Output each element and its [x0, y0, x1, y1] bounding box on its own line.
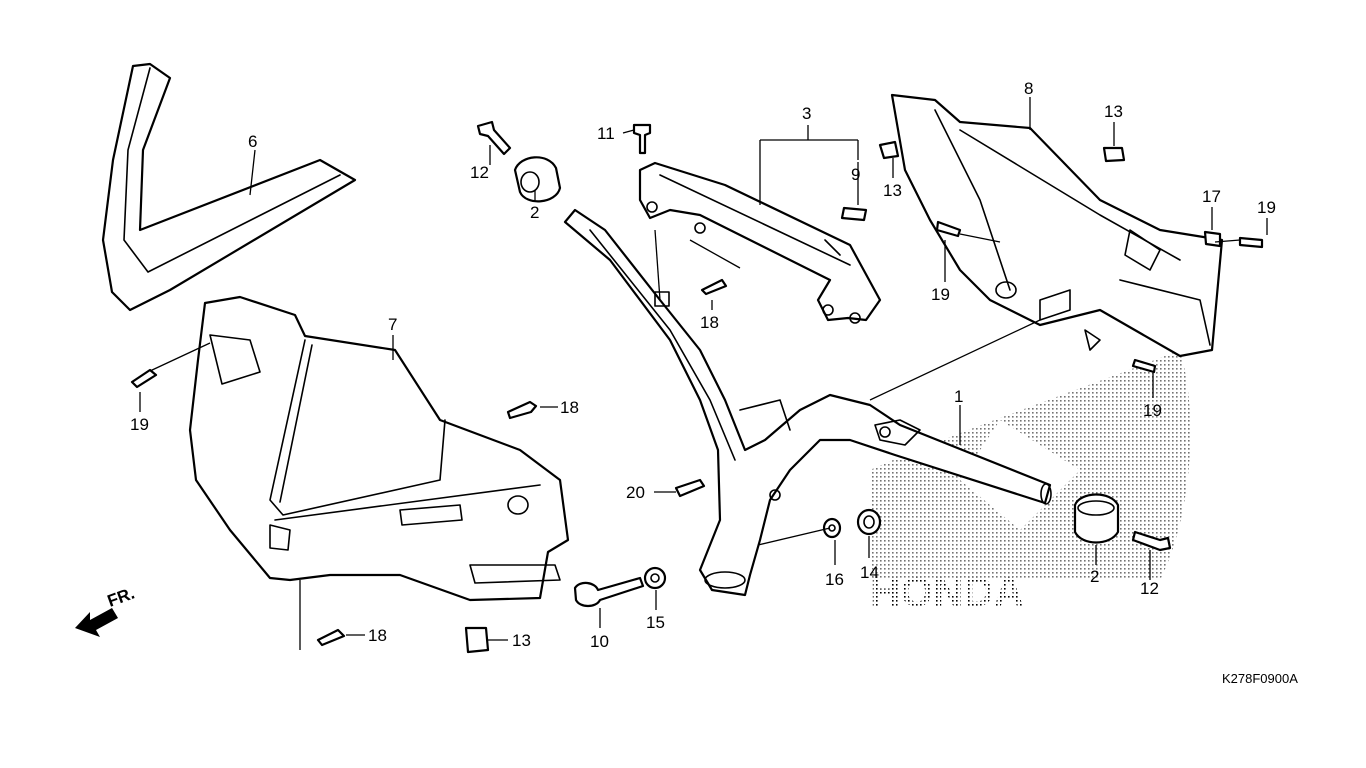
callout-12-upper: 12	[470, 163, 489, 182]
callout-17: 17	[1202, 187, 1221, 206]
part-3-bracket[interactable]	[638, 161, 882, 324]
part-19-screw-a[interactable]	[130, 368, 158, 389]
callout-9: 9	[851, 165, 860, 184]
callout-12-lower: 12	[1140, 579, 1159, 598]
part-7-front-cover[interactable]	[188, 295, 570, 602]
part-18-screw-c[interactable]	[316, 628, 346, 647]
callout-11: 11	[597, 124, 615, 143]
callout-3: 3	[802, 104, 811, 123]
part-13-clip-lower[interactable]	[464, 626, 490, 654]
callout-13-upper-left: 13	[883, 181, 902, 200]
callout-19-c: 19	[1257, 198, 1276, 217]
part-11-screw[interactable]	[632, 123, 652, 155]
part-17-clip[interactable]	[1203, 230, 1222, 248]
part-12-bolt-lower[interactable]	[1131, 530, 1172, 552]
front-arrow-icon	[75, 608, 118, 637]
callout-13-lower: 13	[512, 631, 531, 650]
part-2-rubber-lower[interactable]	[1073, 493, 1120, 544]
part-10-bolt[interactable]	[573, 576, 645, 608]
callout-6: 6	[248, 132, 257, 151]
callout-19-a: 19	[130, 415, 149, 434]
part-19-screw-d[interactable]	[1131, 358, 1157, 374]
callout-2-upper: 2	[530, 203, 539, 222]
diagram-code: K278F0900A	[1222, 671, 1298, 686]
callout-16: 16	[825, 570, 844, 589]
part-6-visor[interactable]	[101, 62, 357, 312]
part-19-screw-b[interactable]	[935, 220, 962, 238]
callout-18-a: 18	[560, 398, 579, 417]
part-14-collar[interactable]	[856, 508, 882, 536]
callout-18-c: 18	[368, 626, 387, 645]
front-direction-indicator: FR.	[75, 584, 137, 637]
part-12-bolt-upper[interactable]	[476, 120, 512, 156]
part-15-nut[interactable]	[643, 566, 667, 590]
honda-watermark-text: HONDA	[870, 568, 1024, 615]
callout-19-d: 19	[1143, 401, 1162, 420]
callout-1: 1	[954, 387, 963, 406]
callout-20: 20	[626, 483, 645, 502]
part-18-screw-b[interactable]	[700, 278, 728, 296]
callout-14: 14	[860, 563, 879, 582]
part-9-pad[interactable]	[840, 206, 868, 222]
part-16-washer[interactable]	[822, 517, 842, 539]
callout-8: 8	[1024, 79, 1033, 98]
callout-15: 15	[646, 613, 665, 632]
callouts: 1 2 2 3 6 7 8 9 10 11 12 12 13 13 13 14 …	[130, 79, 1276, 651]
callout-2-lower: 2	[1090, 567, 1099, 586]
callout-19-b: 19	[931, 285, 950, 304]
part-19-screw-c[interactable]	[1238, 236, 1264, 249]
part-1-handlebar[interactable]	[563, 208, 1052, 597]
part-13-clip-upper-left[interactable]	[878, 140, 900, 160]
leader-lines	[139, 97, 1268, 650]
part-13-clip-upper-right[interactable]	[1102, 146, 1126, 163]
part-2-rubber-upper[interactable]	[513, 156, 562, 203]
callout-10: 10	[590, 632, 609, 651]
callout-18-b: 18	[700, 313, 719, 332]
part-18-screw-a[interactable]	[506, 400, 538, 420]
callout-13-upper-right: 13	[1104, 102, 1123, 121]
part-20-screw[interactable]	[674, 478, 706, 498]
front-label: FR.	[105, 584, 137, 611]
callout-7: 7	[388, 315, 397, 334]
